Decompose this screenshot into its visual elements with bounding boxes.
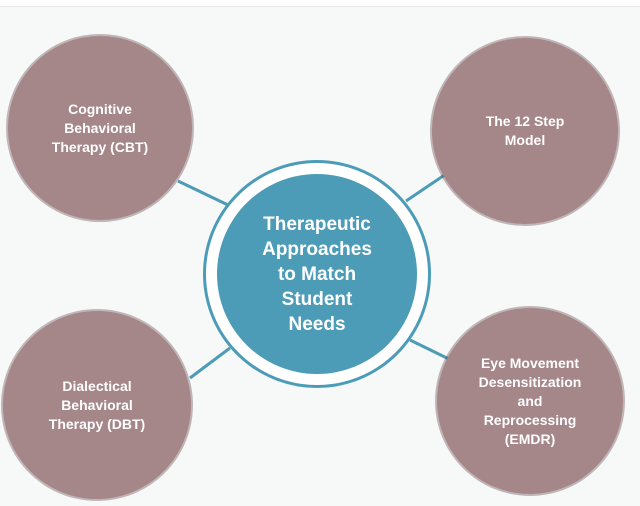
node-emdr: Eye Movement Desensitization and Reproce…: [437, 308, 623, 494]
node-12-step-label: The 12 Step Model: [485, 113, 565, 148]
connector-cbt: [177, 179, 229, 207]
connector-dbt: [189, 346, 231, 380]
node-emdr-label: Eye Movement Desensitization and Reproce…: [478, 354, 582, 447]
node-cbt: Cognitive Behavioral Therapy (CBT): [8, 36, 192, 220]
top-border: [0, 0, 640, 7]
node-dbt-label: Dialectical Behavioral Therapy (DBT): [48, 377, 146, 432]
center-hub: Therapeutic Approaches to Match Student …: [217, 174, 417, 374]
node-dbt: Dialectical Behavioral Therapy (DBT): [3, 311, 191, 499]
node-cbt-label: Cognitive Behavioral Therapy (CBT): [51, 100, 149, 155]
node-12-step: The 12 Step Model: [432, 38, 618, 224]
connector-12-step: [405, 172, 447, 203]
center-hub-label: Therapeutic Approaches to Match Student …: [262, 213, 372, 335]
